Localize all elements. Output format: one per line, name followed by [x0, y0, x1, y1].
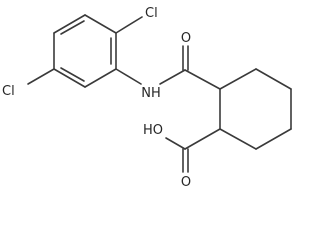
amide-oxygen-label: O	[181, 31, 191, 46]
chemical-structure: Cl Cl NH O HO O	[2, 6, 292, 190]
nh-label: NH	[141, 86, 161, 101]
substituent-bonds	[27, 16, 221, 90]
n-c-amide-bond	[159, 69, 186, 85]
ring-bond	[255, 128, 292, 150]
c-cl-bond-top	[115, 16, 143, 34]
chlorine-label-top: Cl	[145, 6, 158, 21]
amide-to-ring-bond	[184, 69, 221, 90]
carboxylic-acid-bonds	[165, 128, 221, 173]
chlorine-label-left: Cl	[2, 84, 15, 99]
ring-bond	[255, 68, 292, 90]
ring-bond	[84, 68, 117, 88]
atom-labels: Cl Cl NH O HO O	[2, 6, 191, 190]
c-cl-bond-left	[27, 68, 55, 85]
ring-bond	[219, 128, 257, 150]
cyclohexane-ring	[219, 68, 292, 150]
aromatic-double-bond	[60, 20, 85, 35]
hydroxyl-label: HO	[143, 123, 163, 138]
c-n-bond	[115, 68, 142, 85]
acid-oxygen-label: O	[181, 175, 191, 190]
dichlorophenyl-ring	[53, 14, 117, 88]
ring-to-acid-bond	[184, 128, 221, 150]
c-oh-bond	[165, 137, 186, 150]
aromatic-double-bond	[60, 67, 85, 82]
ring-bond	[53, 14, 86, 34]
ring-bond	[53, 68, 86, 88]
ring-bond	[84, 14, 117, 34]
ring-bond	[219, 68, 257, 90]
